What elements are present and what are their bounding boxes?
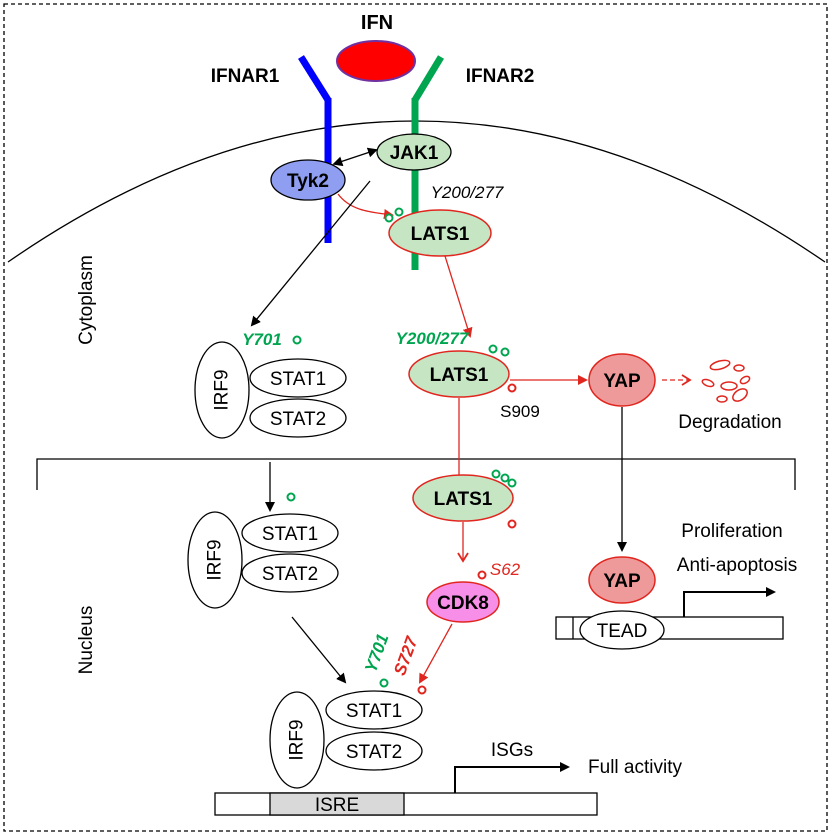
isre-element xyxy=(269,792,405,816)
jak1-label: JAK1 xyxy=(390,143,439,164)
isre-label: ISRE xyxy=(315,795,359,816)
tyk2-to-lats1-arrow xyxy=(337,193,394,219)
ifn-ligand xyxy=(336,40,416,82)
stat2-cyto-node xyxy=(249,398,347,438)
cdk8-to-stat1-arrow xyxy=(419,623,453,684)
stat2-dna-node xyxy=(325,731,423,771)
stat2-nuc-label: STAT2 xyxy=(262,564,318,585)
isg-transcription-arrow xyxy=(454,762,570,793)
proliferation-label: Proliferation xyxy=(681,521,782,542)
stat1-cyto-node xyxy=(249,358,347,398)
cdk8-s62-phospho xyxy=(477,570,487,580)
stat1-cyto-label: STAT1 xyxy=(270,369,326,390)
cdk8-node xyxy=(426,581,500,623)
figure-frame xyxy=(3,3,828,832)
lats1-membrane-label: LATS1 xyxy=(411,224,470,245)
lats1-cyto-node xyxy=(408,350,510,398)
yap-nuc-label: YAP xyxy=(603,571,641,592)
tead-transcription-arrow xyxy=(683,587,776,617)
stat1-dna-s727-phospho xyxy=(417,685,427,695)
degradation-label: Degradation xyxy=(678,412,782,433)
stat2-dna-label: STAT2 xyxy=(346,742,402,763)
isgs-label: ISGs xyxy=(491,740,533,761)
lats1-cyto-phospho-2 xyxy=(500,347,510,357)
lats1-nuc-label: LATS1 xyxy=(434,489,493,510)
stat1-dna-node xyxy=(325,690,423,730)
yap-nuc-node xyxy=(588,556,656,604)
ifn-label: IFN xyxy=(361,12,393,34)
tyk2-label: Tyk2 xyxy=(287,171,329,192)
tead-label: TEAD xyxy=(597,621,648,642)
stat-to-isre-arrow xyxy=(291,616,347,684)
ifnar1-label: IFNAR1 xyxy=(211,66,280,87)
yap-cyto-node xyxy=(588,353,656,407)
lats1-nuc-phospho-2 xyxy=(500,473,510,483)
lats1-membrane-site-label: Y200/277 xyxy=(431,183,504,202)
lats1-nuc-phospho-1 xyxy=(491,469,501,479)
lats1-cyto-s909-phospho xyxy=(507,383,517,393)
lats1-cyto-phospho-1 xyxy=(488,344,498,354)
stat1-nuc-node xyxy=(241,513,339,553)
lats1-nuc-s909-phospho xyxy=(507,519,517,529)
irf9-cyto-label: IRF9 xyxy=(212,369,233,410)
irf9-cyto-node xyxy=(194,341,250,439)
irf9-dna-label: IRF9 xyxy=(287,719,308,760)
tead-node xyxy=(579,610,665,650)
lats1-nuc-node xyxy=(412,474,514,522)
stat1-dna-label: STAT1 xyxy=(346,701,402,722)
stat1-cyto-phospho xyxy=(292,335,302,345)
stat1-cyto-y701-label: Y701 xyxy=(242,330,282,349)
lats1-membrane-phospho-2 xyxy=(394,207,404,217)
lats1-cyto-label: LATS1 xyxy=(430,365,489,386)
stat1-nuc-label: STAT1 xyxy=(262,524,318,545)
anti-apoptosis-label: Anti-apoptosis xyxy=(677,555,797,576)
lats1-nuc-phospho-3 xyxy=(507,478,517,488)
cytoplasm-label: Cytoplasm xyxy=(76,255,97,345)
stat1-nuc-phospho xyxy=(286,492,296,502)
lats1-membrane-phospho-1 xyxy=(384,213,394,223)
lats1-translocation-arrow-1 xyxy=(444,255,473,338)
full-activity-label: Full activity xyxy=(588,757,682,778)
irf9-nuc-label: IRF9 xyxy=(205,539,226,580)
irf9-nuc-node xyxy=(187,511,243,609)
cdk8-s62-label: S62 xyxy=(490,560,521,579)
lats1-membrane-node xyxy=(388,209,492,257)
tyk2-node xyxy=(270,159,346,201)
degradation-fragments xyxy=(701,359,751,403)
jak1-to-stat1-arrow xyxy=(250,180,371,327)
tyk2-jak1-interaction-arrow xyxy=(332,147,378,167)
lats1-cyto-site-label: Y200/277 xyxy=(396,329,470,348)
stat2-nuc-node xyxy=(241,553,339,593)
ifnar2-label: IFNAR2 xyxy=(466,66,535,87)
stat1-dna-y701-label: Y701 xyxy=(361,631,392,675)
stat2-cyto-label: STAT2 xyxy=(270,409,326,430)
nucleus-label: Nucleus xyxy=(76,606,97,675)
irf9-dna-node xyxy=(269,691,325,789)
nuclear-envelope xyxy=(36,458,796,490)
ifnar1-receptor xyxy=(298,55,332,243)
lats1-s909-label: S909 xyxy=(500,402,540,421)
cdk8-label: CDK8 xyxy=(437,593,489,614)
stat1-dna-y701-phospho xyxy=(379,678,389,688)
yap-cyto-label: YAP xyxy=(603,371,641,392)
stat1-dna-s727-label: S727 xyxy=(390,633,422,678)
